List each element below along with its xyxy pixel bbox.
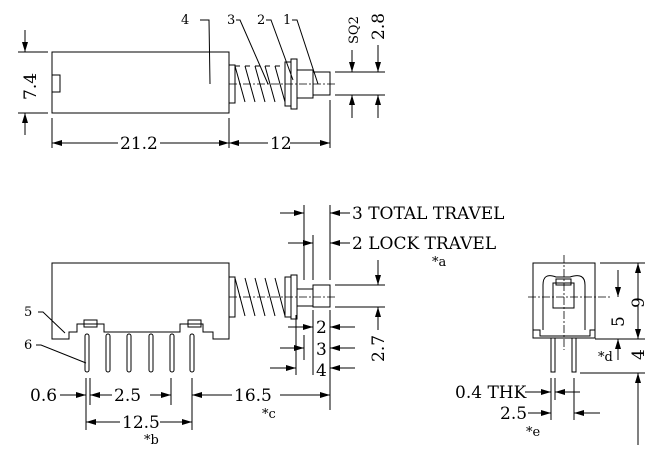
dim-thickness: 0.4 THK <box>455 383 527 403</box>
dim-stem-length: 12 <box>270 134 292 154</box>
callout-4: 4 <box>181 13 189 28</box>
housing-body <box>51 51 230 114</box>
note-c: *c <box>262 407 276 422</box>
step-3: 3 <box>316 340 327 360</box>
note-b: *b <box>144 433 159 448</box>
dim-pin-spacing: 2.5 <box>500 404 527 424</box>
housing-body-side <box>51 262 230 340</box>
dim-end-height-9: 9 <box>629 297 649 308</box>
dim-body-length: 21.2 <box>120 134 158 154</box>
housing-tab <box>51 74 61 93</box>
callout-1: 1 <box>283 13 291 28</box>
dim-button-2-7: 2.7 <box>369 335 389 362</box>
button-cap <box>312 71 331 96</box>
note-a: *a <box>432 255 447 270</box>
callout-6: 6 <box>24 338 32 353</box>
dim-pin-span: 12.5 <box>122 413 160 433</box>
dim-pin-to-tip: 16.5 <box>234 386 272 406</box>
note-d: *d <box>598 350 613 365</box>
step-2: 2 <box>316 318 327 338</box>
dim-pin-pitch: 2.5 <box>114 386 141 406</box>
dim-height-7-4: 7.4 <box>21 73 41 100</box>
dim-pin-width: 0.6 <box>30 386 57 406</box>
note-e: *e <box>526 425 541 440</box>
callout-5: 5 <box>24 305 32 320</box>
callout-3: 3 <box>227 13 235 28</box>
dim-square-2-8: 2.8 <box>369 13 389 40</box>
button-cap-side <box>312 284 331 308</box>
dim-pin-length-4: 4 <box>629 349 649 360</box>
dim-center-5: 5 <box>609 316 629 327</box>
callout-2: 2 <box>257 13 265 28</box>
end-view: 9 5 *d 4 0.4 THK 2.5 *e <box>455 255 649 445</box>
step-4: 4 <box>316 361 327 381</box>
side-view: 5 6 3 TOTAL TRAVEL 2 LOCK TRAVEL *a 2 3 … <box>24 204 504 448</box>
total-travel-label: 3 TOTAL TRAVEL <box>352 204 504 224</box>
pins <box>84 333 195 373</box>
top-view: 4 3 2 1 7.4 21.2 12 SQ2 2.8 <box>18 13 389 154</box>
lock-travel-label: 2 LOCK TRAVEL <box>352 234 496 254</box>
label-sq2: SQ2 <box>347 16 362 44</box>
